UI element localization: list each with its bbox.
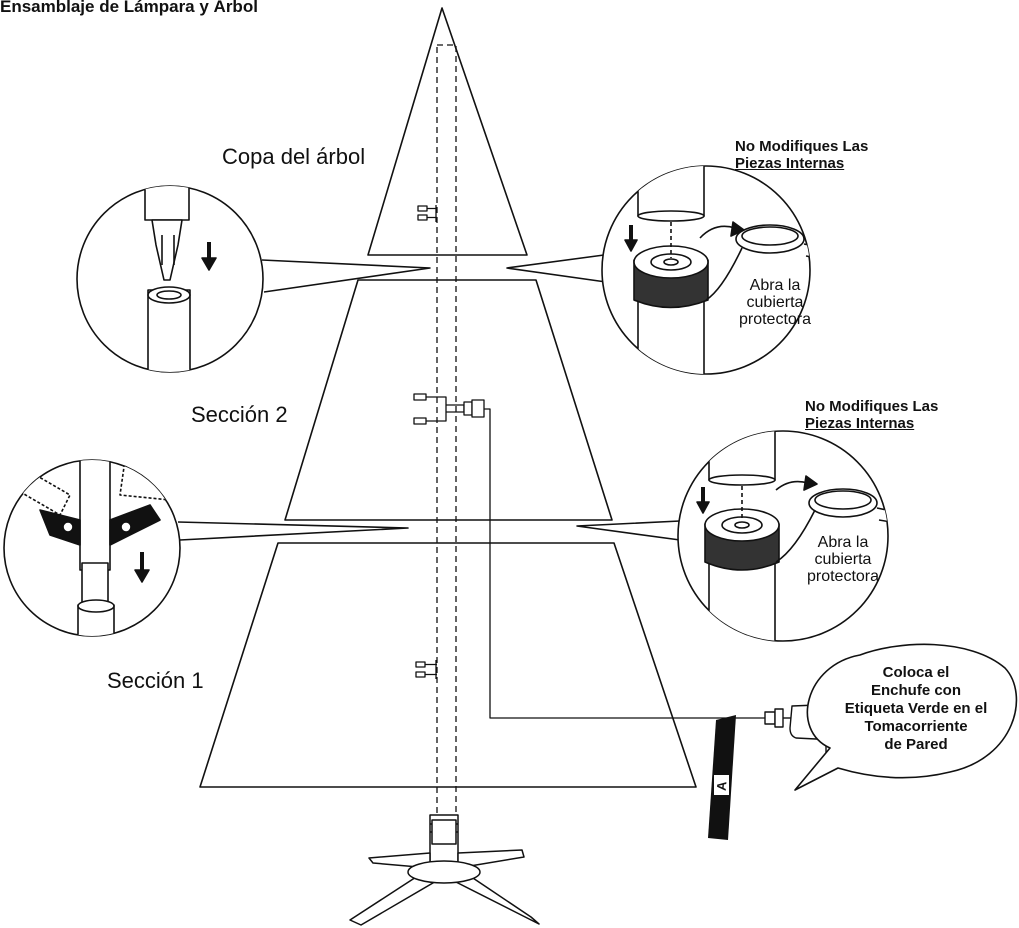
cord-tag-label: A — [714, 780, 730, 791]
label-tree-top: Copa del árbol — [222, 144, 366, 169]
cover-instruction-top: Abra la cubierta protectora — [725, 277, 825, 328]
cover-instruction-middle: Abra la cubierta protectora — [793, 534, 893, 585]
tree-section-2 — [284, 279, 613, 521]
plug-instruction: Coloca el Enchufe con Etiqueta Verde en … — [820, 664, 1012, 754]
callout-pointer-mid-left — [177, 521, 409, 541]
bottom-light-connector — [415, 660, 437, 679]
plug-line1: Coloca el — [882, 664, 950, 681]
plug-line4: Tomacorriente — [864, 718, 968, 735]
cover-middle-line1: Abra la — [817, 534, 869, 551]
plug-line3: Etiqueta Verde en el — [844, 700, 988, 717]
warning-top: No Modifiques Las Piezas Internas — [735, 138, 868, 172]
cover-top-line1: Abra la — [749, 277, 801, 294]
detail-insert-section-2 — [3, 459, 181, 637]
plug-speech-bubble — [794, 643, 1018, 791]
cover-top-line3: protectora — [738, 311, 812, 328]
cord-tag — [708, 715, 736, 840]
warning-top-line1: No Modifiques Las — [735, 138, 869, 155]
cover-top-line2: cubierta — [746, 294, 804, 311]
plug-line5: de Pared — [884, 736, 948, 753]
page-title: Ensamblaje de Lámpara y Árbol — [0, 0, 258, 16]
plug-line2: Enchufe con — [870, 682, 961, 699]
tree-stand — [349, 814, 540, 926]
warning-middle: No Modifiques Las Piezas Internas — [805, 398, 938, 432]
detail-insert-top — [76, 185, 264, 373]
callout-pointer-top-right — [506, 254, 607, 283]
cover-middle-line2: cubierta — [814, 551, 872, 568]
detail-protective-cover-top — [601, 165, 811, 375]
top-light-connector — [417, 205, 437, 222]
callout-pointer-top-left — [261, 259, 431, 293]
tree-top-section — [367, 7, 528, 256]
label-section-1: Sección 1 — [107, 668, 204, 693]
warning-middle-line1: No Modifiques Las — [805, 398, 939, 415]
callout-pointer-mid-right — [576, 520, 681, 541]
cover-middle-line3: protectora — [806, 568, 880, 585]
middle-light-connector — [413, 393, 765, 719]
warning-middle-line2: Piezas Internas — [805, 415, 915, 432]
label-section-2: Sección 2 — [191, 402, 288, 427]
tree-section-1 — [199, 542, 697, 788]
detail-protective-cover-middle — [677, 430, 889, 642]
warning-top-line2: Piezas Internas — [735, 155, 845, 172]
